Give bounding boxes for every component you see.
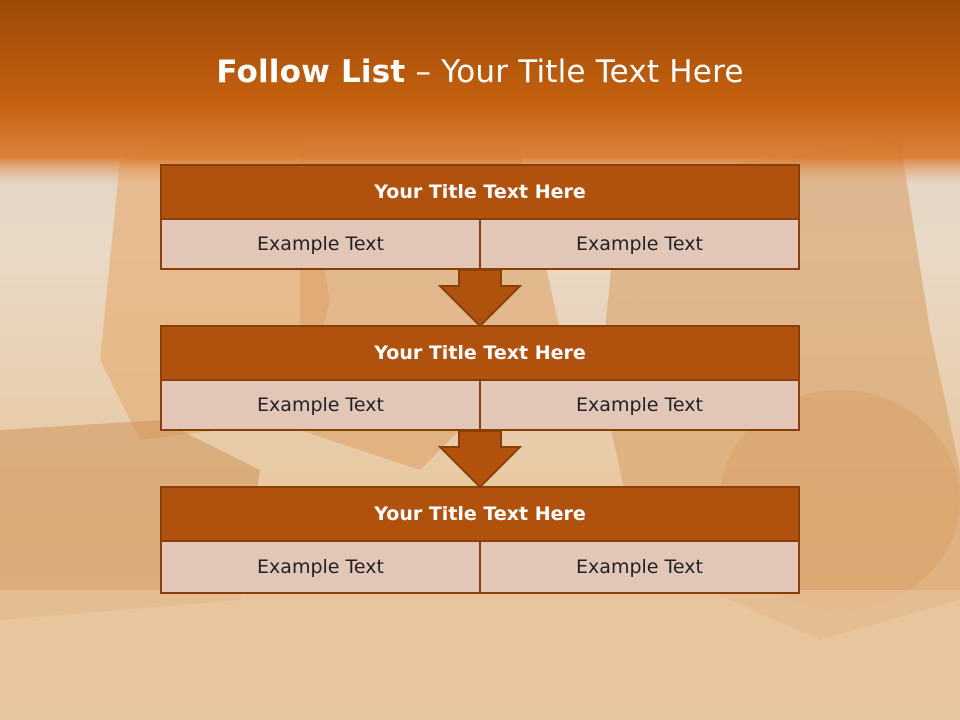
- step-block-1: Your Title Text Here Example Text Exampl…: [160, 164, 800, 270]
- slide-title-bold: Follow List: [216, 54, 406, 90]
- slide-title-rest: – Your Title Text Here: [405, 54, 744, 90]
- step-title: Your Title Text Here: [160, 325, 800, 381]
- step-row: Example Text Example Text: [160, 220, 800, 270]
- step-row: Example Text Example Text: [160, 542, 800, 594]
- step-cell-left: Example Text: [160, 542, 481, 594]
- step-cell-left: Example Text: [160, 220, 481, 270]
- step-cell-left: Example Text: [160, 381, 481, 431]
- step-block-2: Your Title Text Here Example Text Exampl…: [160, 325, 800, 431]
- step-cell-right: Example Text: [481, 542, 800, 594]
- down-arrow-icon: [438, 431, 522, 489]
- step-cell-right: Example Text: [481, 381, 800, 431]
- step-title: Your Title Text Here: [160, 164, 800, 220]
- slide-title: Follow List – Your Title Text Here: [0, 54, 960, 90]
- down-arrow-icon: [438, 270, 522, 328]
- step-cell-right: Example Text: [481, 220, 800, 270]
- step-title: Your Title Text Here: [160, 486, 800, 542]
- step-row: Example Text Example Text: [160, 381, 800, 431]
- step-block-3: Your Title Text Here Example Text Exampl…: [160, 486, 800, 594]
